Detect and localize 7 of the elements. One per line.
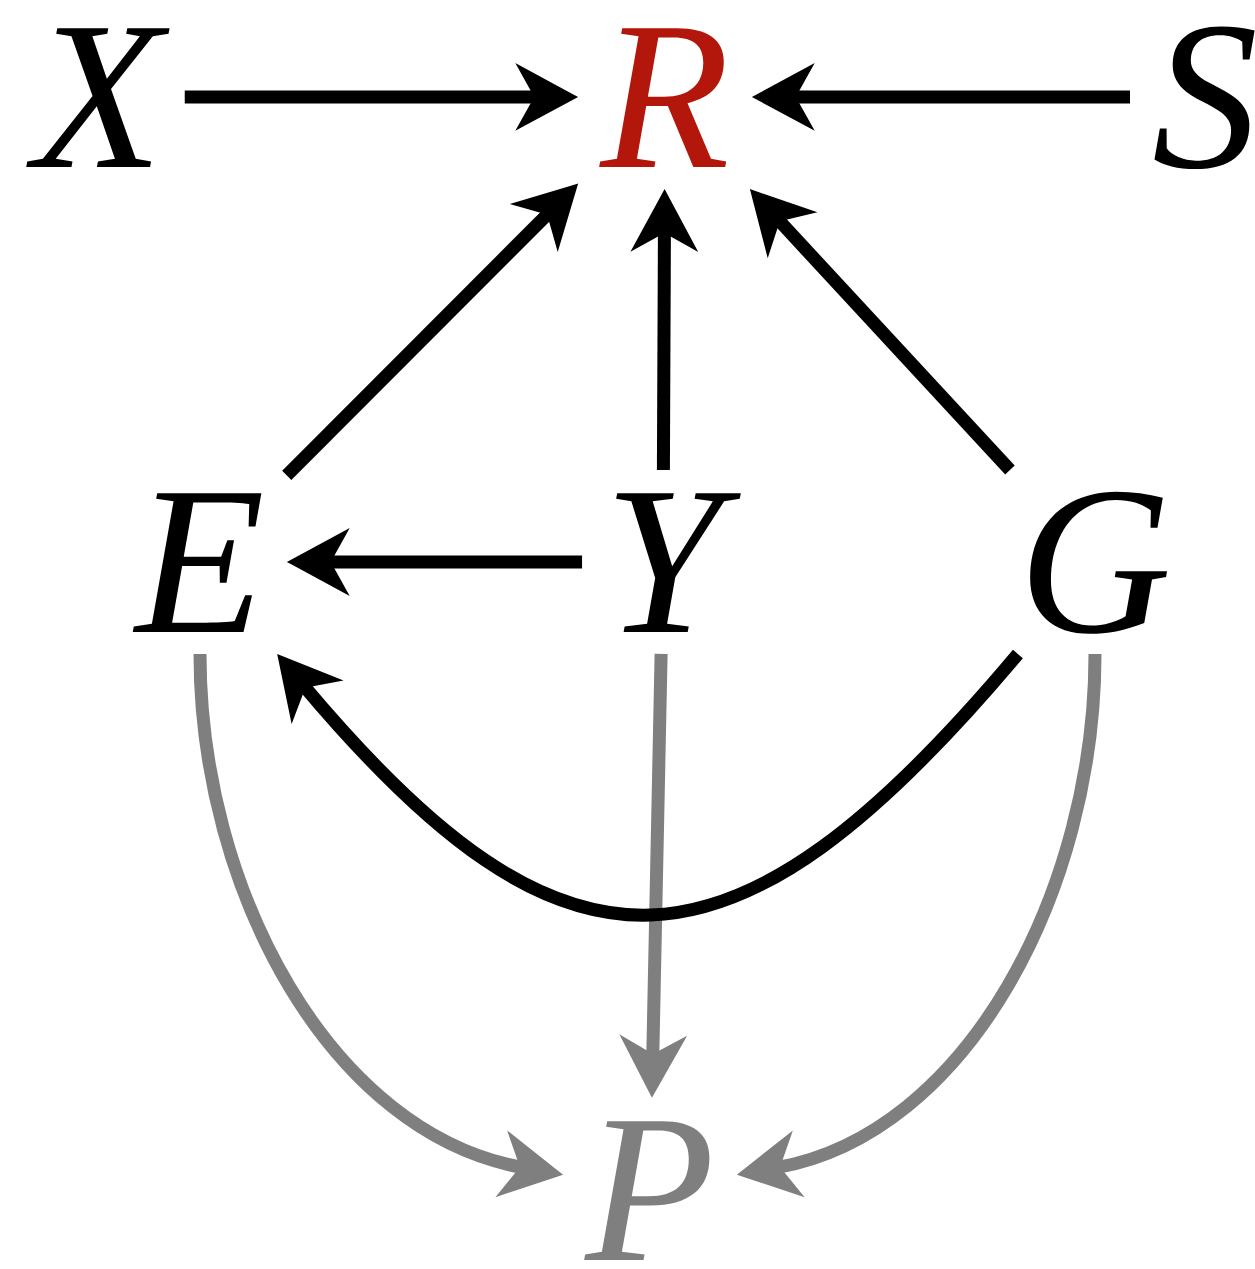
- variable-label: E: [132, 493, 262, 632]
- variable-label: P: [584, 1121, 710, 1260]
- variable-label: G: [1030, 491, 1167, 634]
- variable-label: R: [599, 28, 727, 167]
- variable-label: S: [1154, 26, 1255, 170]
- variable-label: Y: [616, 493, 741, 632]
- variable-label: X: [26, 28, 170, 167]
